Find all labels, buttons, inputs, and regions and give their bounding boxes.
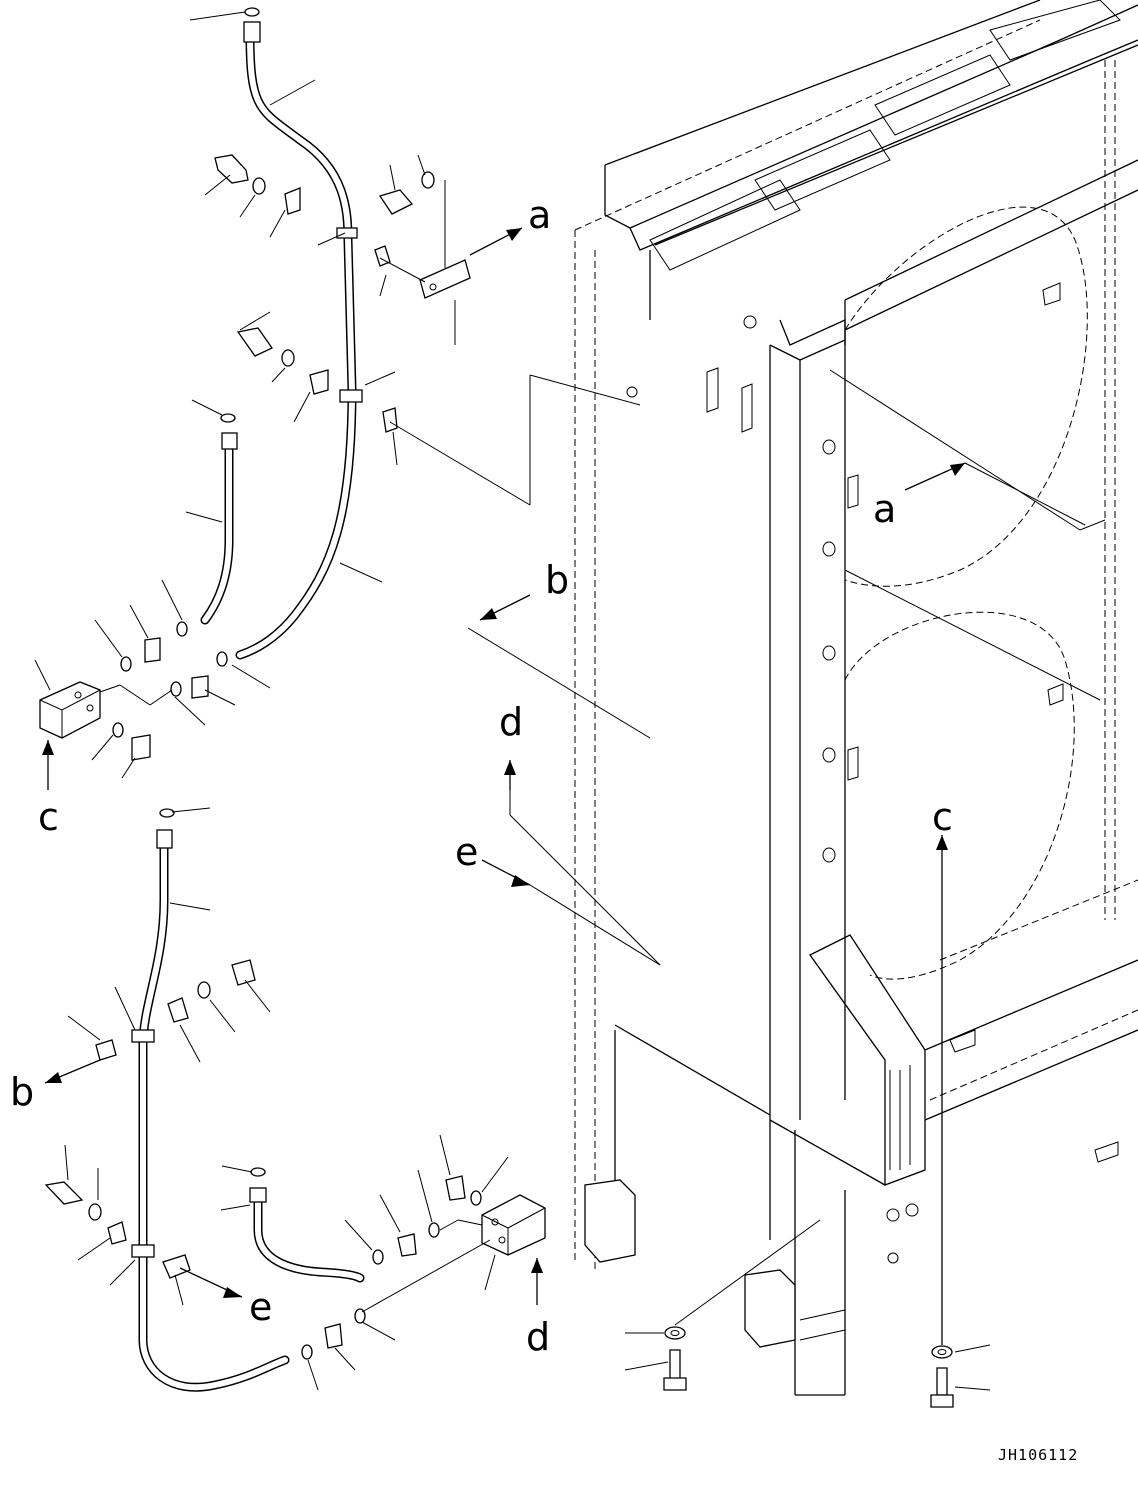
arrow-a-right (904, 462, 1086, 526)
arrow-c-left (42, 740, 54, 790)
arrow-b-right (479, 594, 531, 621)
arrow-a-top (469, 227, 523, 256)
drawing-id: JH106112 (998, 1446, 1078, 1464)
callout-d-mid: d (499, 700, 523, 744)
callout-a-top: a (528, 193, 551, 237)
callout-e-bottom: e (249, 1285, 272, 1329)
arrow-e-mid (481, 859, 661, 966)
arrow-b-left (44, 1059, 101, 1084)
arrow-d-mid (504, 760, 516, 790)
lower-hose-assembly (44, 807, 546, 1392)
callout-c-left: c (38, 795, 59, 839)
callout-c-right: c (932, 795, 953, 839)
arrow-c-right (936, 835, 948, 1345)
callout-b-right: b (545, 558, 569, 602)
upper-hose-assembly (34, 7, 1086, 1345)
frame-mount-bolts (624, 1219, 991, 1408)
arrow-d-bottom (531, 1258, 543, 1305)
radiator-frame (574, 0, 1138, 1396)
callout-b-left: b (10, 1070, 34, 1114)
callout-d-bottom: d (526, 1315, 550, 1359)
callout-labels: a a b b c c d d e e (10, 193, 953, 1359)
callout-e-mid: e (455, 830, 478, 874)
callout-a-right: a (873, 487, 896, 531)
arrow-e-bottom (179, 1267, 243, 1298)
